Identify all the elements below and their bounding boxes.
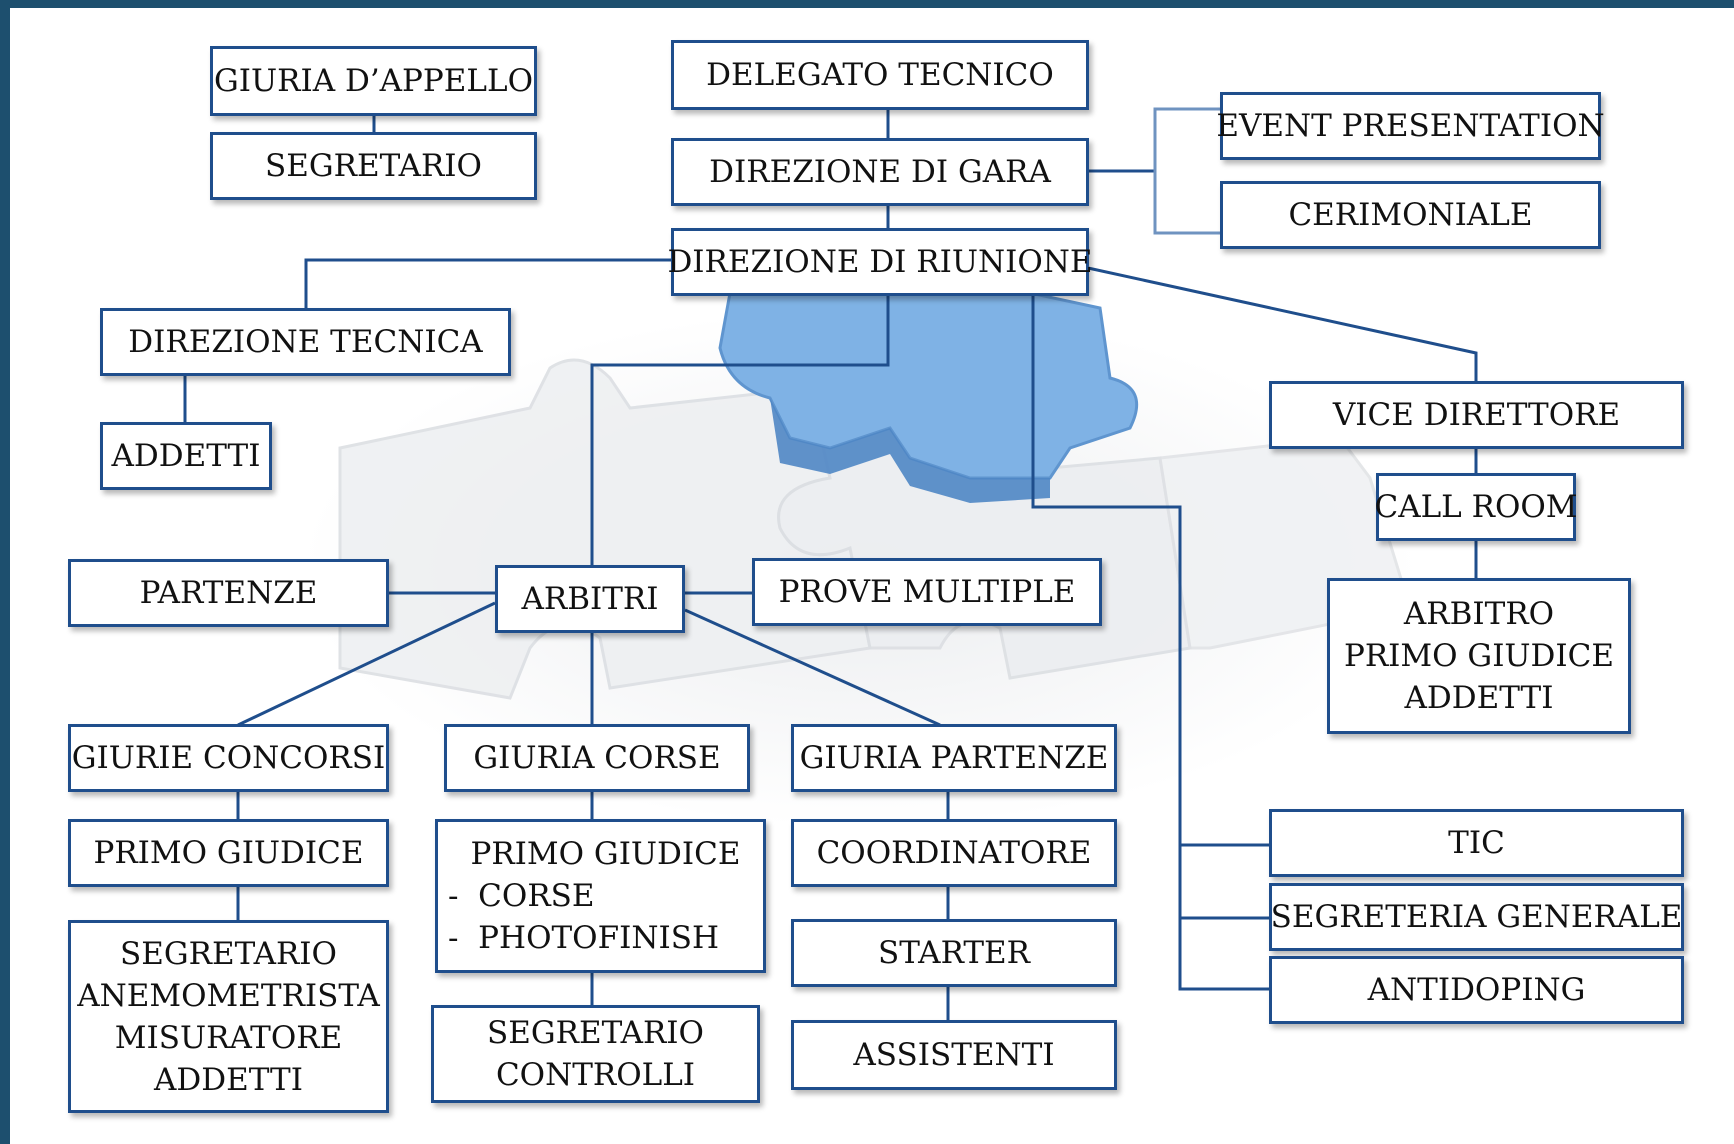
node-segreteria-generale: SEGRETERIA GENERALE bbox=[1269, 883, 1684, 951]
node-label: PROVE MULTIPLE bbox=[778, 574, 1076, 610]
node-concorsi-staff: SEGRETARIO ANEMOMETRISTA MISURATORE ADDE… bbox=[68, 920, 389, 1113]
node-label: ANTIDOPING bbox=[1367, 972, 1586, 1008]
node-label: ANEMOMETRISTA bbox=[77, 977, 380, 1014]
node-label: CONTROLLI bbox=[495, 1057, 696, 1093]
node-label: PRIMO GIUDICE bbox=[1343, 638, 1615, 674]
node-primo-giudice-concorsi: PRIMO GIUDICE bbox=[68, 819, 389, 887]
node-event-presentation: EVENT PRESENTATION bbox=[1216, 92, 1605, 160]
node-direzione-tecnica: DIREZIONE TECNICA bbox=[100, 308, 511, 376]
node-label: MISURATORE bbox=[114, 1019, 343, 1056]
node-label: - CORSE bbox=[448, 878, 595, 914]
node-arbitri: ARBITRI bbox=[495, 565, 685, 633]
node-addetti-tecnica: ADDETTI bbox=[100, 422, 272, 490]
node-tic: TIC bbox=[1269, 809, 1684, 877]
node-giuria-appello: GIURIA D’APPELLO bbox=[210, 46, 537, 116]
node-label: GIURIA PARTENZE bbox=[799, 740, 1109, 776]
node-label: GIURIA D’APPELLO bbox=[214, 63, 533, 99]
node-label: DIREZIONE TECNICA bbox=[128, 324, 483, 360]
node-label: DIREZIONE DI RIUNIONE bbox=[667, 244, 1093, 280]
node-vice-direttore: VICE DIRETTORE bbox=[1269, 381, 1684, 449]
node-giuria-corse: GIURIA CORSE bbox=[444, 724, 750, 792]
node-label: CALL ROOM bbox=[1374, 489, 1578, 525]
node-label: SEGRETERIA GENERALE bbox=[1270, 899, 1683, 935]
node-assistenti: ASSISTENTI bbox=[791, 1020, 1117, 1090]
node-direzione-gara: DIREZIONE DI GARA bbox=[671, 138, 1089, 206]
node-cerimoniale: CERIMONIALE bbox=[1220, 181, 1601, 249]
node-primo-giudice-corse: PRIMO GIUDICE - CORSE - PHOTOFINISH bbox=[435, 819, 766, 973]
node-corse-staff: SEGRETARIO CONTROLLI bbox=[431, 1005, 760, 1103]
node-call-room: CALL ROOM bbox=[1374, 473, 1578, 541]
node-coordinatore: COORDINATORE bbox=[791, 819, 1117, 887]
node-label: DIREZIONE DI GARA bbox=[709, 154, 1051, 190]
node-label: ADDETTI bbox=[111, 438, 261, 474]
node-segretario-appello: SEGRETARIO bbox=[210, 132, 537, 200]
node-direzione-riunione: DIREZIONE DI RIUNIONE bbox=[667, 228, 1093, 296]
connector-lines bbox=[183, 107, 1478, 1021]
node-label: ADDETTI bbox=[154, 1061, 303, 1098]
node-label: TIC bbox=[1448, 825, 1505, 861]
node-starter: STARTER bbox=[791, 919, 1117, 987]
node-label: PRIMO GIUDICE bbox=[93, 835, 364, 871]
node-label: STARTER bbox=[877, 935, 1031, 971]
node-label: ARBITRO bbox=[1403, 596, 1555, 632]
node-call-room-staff: ARBITRO PRIMO GIUDICE ADDETTI bbox=[1327, 578, 1631, 734]
node-label: DELEGATO TECNICO bbox=[706, 57, 1054, 93]
node-prove-multiple: PROVE MULTIPLE bbox=[752, 558, 1102, 626]
node-label: ARBITRI bbox=[521, 581, 659, 617]
node-partenze: PARTENZE bbox=[68, 559, 389, 627]
node-label: GIURIE CONCORSI bbox=[71, 740, 386, 776]
node-delegato-tecnico: DELEGATO TECNICO bbox=[671, 40, 1089, 110]
node-label: CERIMONIALE bbox=[1288, 197, 1533, 233]
node-label: GIURIA CORSE bbox=[473, 740, 721, 776]
node-label: VICE DIRETTORE bbox=[1332, 397, 1621, 433]
node-label: PRIMO GIUDICE bbox=[470, 836, 741, 872]
node-antidoping: ANTIDOPING bbox=[1269, 956, 1684, 1024]
node-label: SEGRETARIO bbox=[265, 148, 482, 184]
node-label: SEGRETARIO bbox=[487, 1015, 704, 1051]
node-label: - PHOTOFINISH bbox=[448, 920, 719, 956]
node-label: PARTENZE bbox=[139, 575, 318, 611]
org-chart-slide: GIURIA D’APPELLO SEGRETARIO DELEGATO TEC… bbox=[10, 8, 1734, 1144]
node-label: COORDINATORE bbox=[816, 835, 1092, 871]
node-label: ADDETTI bbox=[1404, 680, 1554, 716]
node-label: SEGRETARIO bbox=[120, 935, 337, 972]
node-giurie-concorsi: GIURIE CONCORSI bbox=[68, 724, 389, 792]
node-giuria-partenze: GIURIA PARTENZE bbox=[791, 724, 1117, 792]
node-label: EVENT PRESENTATION bbox=[1216, 108, 1605, 144]
node-label: ASSISTENTI bbox=[853, 1037, 1055, 1073]
